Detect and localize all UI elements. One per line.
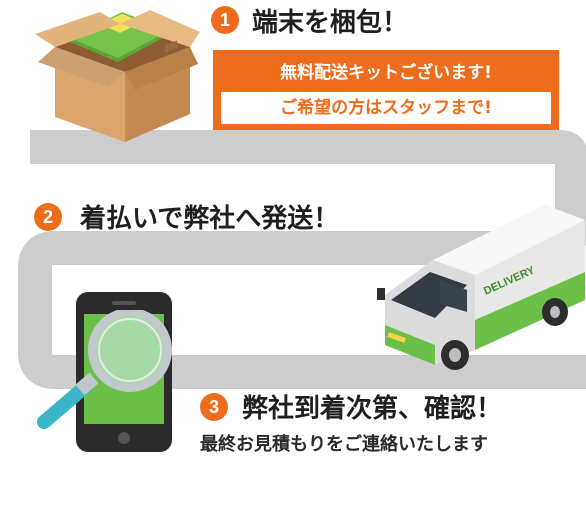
- step-3-description: 最終お見積もりをご連絡いたします: [200, 434, 488, 455]
- step-1-number: 1: [211, 6, 239, 34]
- banner-line-2: ご希望の方はスタッフまで!: [221, 92, 551, 124]
- free-kit-banner: 無料配送キットございます! ご希望の方はスタッフまで!: [213, 50, 559, 130]
- delivery-van-icon: [377, 205, 585, 370]
- magnifier-icon: [37, 310, 172, 429]
- banner-line-1: 無料配送キットございます!: [280, 63, 492, 83]
- step-3-number: 3: [200, 393, 228, 421]
- box-icon: [35, 10, 200, 142]
- step-2-title: 着払いで弊社へ発送！: [80, 204, 340, 234]
- step-3-title: 弊社到着次第、確認！: [242, 394, 503, 424]
- step-2-number: 2: [34, 203, 62, 231]
- step-1-title: 端末を梱包！: [252, 8, 409, 38]
